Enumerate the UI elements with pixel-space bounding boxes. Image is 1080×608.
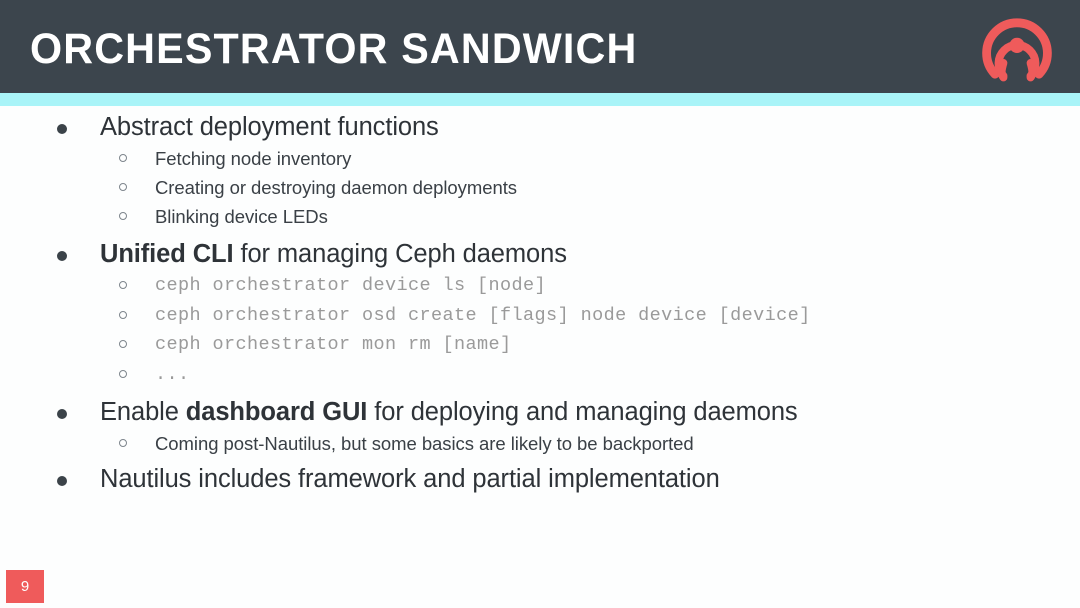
bullet-list: Abstract deployment functions Fetching n… (0, 110, 1080, 496)
accent-bar (0, 93, 1080, 106)
slide-body: Abstract deployment functions Fetching n… (0, 106, 1080, 556)
bullet-item: Abstract deployment functions (0, 110, 1080, 144)
command-text: ceph orchestrator mon rm [name] (155, 334, 512, 355)
command-text: ceph orchestrator osd create [flags] nod… (155, 304, 811, 326)
sub-bullet-command: ... (0, 360, 1080, 390)
bullet-emphasis: Unified CLI (100, 240, 234, 268)
bullet-item: Unified CLI for managing Ceph daemons (0, 237, 1080, 271)
bullet-text: for managing Ceph daemons (233, 240, 567, 268)
slide-header: ORCHESTRATOR SANDWICH (0, 0, 1080, 93)
bullet-item: Enable dashboard GUI for deploying and m… (0, 395, 1080, 429)
bullet-text: for deploying and managing daemons (367, 398, 798, 426)
bullet-text: Nautilus includes framework and partial … (100, 465, 720, 493)
sub-bullet-command: ceph orchestrator device ls [node] (0, 271, 1080, 301)
bullet-text-prefix: Enable (100, 398, 186, 426)
sub-bullet-item: Coming post-Nautilus, but some basics ar… (0, 429, 1080, 458)
bullet-item: Nautilus includes framework and partial … (0, 462, 1080, 496)
ceph-logo-icon (976, 7, 1058, 87)
page-number-badge: 9 (6, 570, 44, 603)
sub-bullet-item: Fetching node inventory (0, 144, 1080, 173)
sub-bullet-command: ceph orchestrator mon rm [name] (0, 330, 1080, 360)
command-text: ceph orchestrator device ls [node] (155, 275, 547, 296)
sub-bullet-item: Creating or destroying daemon deployment… (0, 173, 1080, 202)
sub-bullet-text: Coming post-Nautilus, but some basics ar… (155, 433, 694, 454)
sub-bullet-text: Fetching node inventory (155, 148, 352, 169)
sub-bullet-text: Blinking device LEDs (155, 206, 328, 227)
bullet-text: Abstract deployment functions (100, 113, 439, 141)
sub-bullet-text: Creating or destroying daemon deployment… (155, 177, 517, 198)
bullet-emphasis: dashboard GUI (185, 398, 368, 426)
sub-bullet-command: ceph orchestrator osd create [flags] nod… (0, 301, 1080, 331)
command-text: ... (155, 363, 190, 385)
page-title: ORCHESTRATOR SANDWICH (30, 25, 638, 73)
page-number: 9 (20, 578, 30, 595)
sub-bullet-item: Blinking device LEDs (0, 202, 1080, 231)
